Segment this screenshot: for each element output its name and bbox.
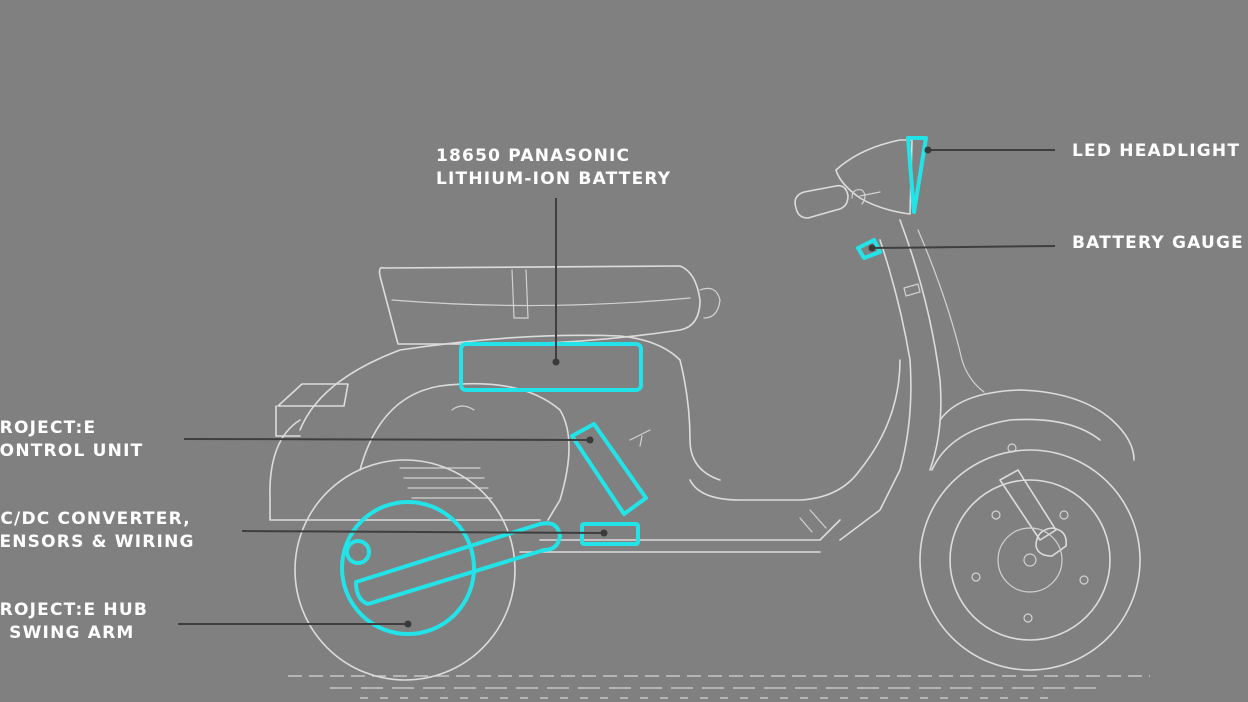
hub-label: PROJECT:E HUB & SWING ARM <box>0 599 148 645</box>
highlighted-components <box>340 136 928 636</box>
swing-arm-highlight <box>354 521 562 606</box>
control-unit-label-line2: CONTROL UNIT <box>0 441 144 461</box>
battery-label: 18650 PANASONIC LITHIUM-ION BATTERY <box>436 145 671 191</box>
headlight-highlight <box>906 136 928 214</box>
scooter-outline <box>269 139 1141 681</box>
control-unit-label: PROJECT:E CONTROL UNIT <box>0 417 143 463</box>
hub-pivot-highlight <box>345 539 371 565</box>
battery-label-line2: LITHIUM-ION BATTERY <box>436 169 672 189</box>
control-unit-label-line1: PROJECT:E <box>0 418 97 438</box>
ground-lines <box>288 675 1150 699</box>
hub-highlight <box>340 500 476 636</box>
converter-highlight <box>580 522 640 546</box>
headlight-label-line1: LED HEADLIGHT <box>1072 141 1241 161</box>
gauge-label: BATTERY GAUGE <box>1072 232 1244 255</box>
converter-label: AC/DC CONVERTER, SENSORS & WIRING <box>0 508 195 554</box>
battery-label-line1: 18650 PANASONIC <box>436 146 631 166</box>
gauge-label-line1: BATTERY GAUGE <box>1072 233 1244 253</box>
battery-highlight <box>459 342 643 392</box>
leader-lines <box>178 146 1056 628</box>
headlight-label: LED HEADLIGHT <box>1072 140 1240 163</box>
hub-label-line1: PROJECT:E HUB <box>0 600 149 620</box>
converter-label-line1: AC/DC CONVERTER, <box>0 509 191 529</box>
converter-label-line2: SENSORS & WIRING <box>0 532 195 552</box>
gauge-highlight <box>856 238 882 260</box>
control-unit-highlight <box>570 422 648 516</box>
hub-label-line2: & SWING ARM <box>0 623 135 643</box>
